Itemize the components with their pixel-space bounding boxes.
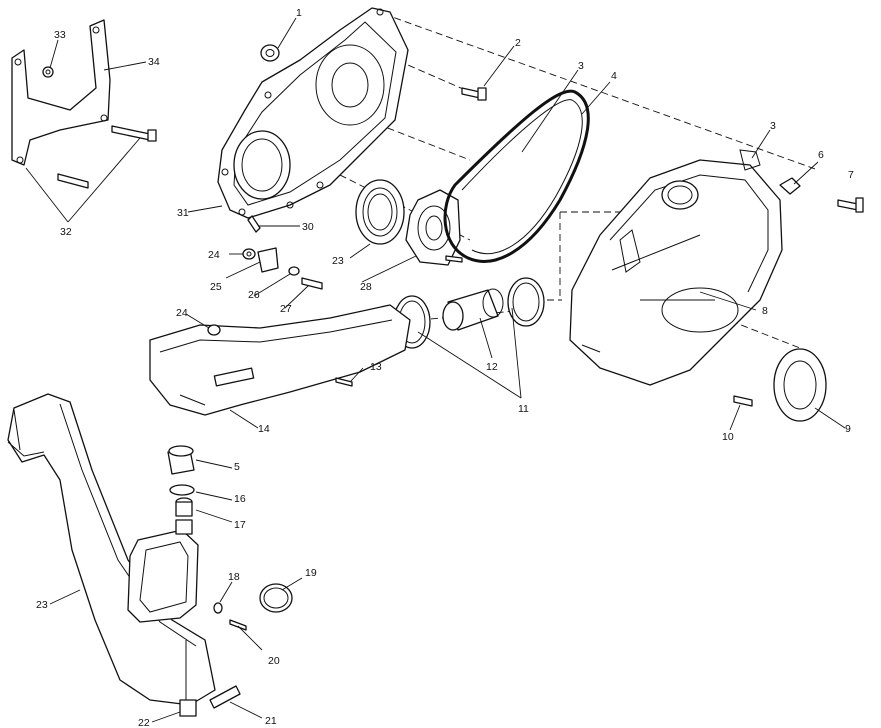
- washer-26: [288, 266, 300, 276]
- cover-bolt: [461, 87, 487, 101]
- mounting-bracket: [11, 19, 111, 166]
- callout-8: 8: [762, 305, 768, 317]
- callout-1: 1: [296, 7, 302, 19]
- tank-fitting: [175, 497, 193, 517]
- callout-5: 5: [234, 461, 240, 473]
- callout-30: 30: [302, 221, 314, 233]
- hose-fitting: [179, 640, 197, 717]
- callout-4: 4: [611, 70, 617, 82]
- callout-3-cover: 3: [770, 120, 776, 132]
- bracket-bolt-lower: [57, 173, 89, 189]
- callout-14: 14: [258, 423, 270, 435]
- lower-duct: [7, 393, 216, 706]
- cover-screw-lower: [733, 395, 753, 407]
- reservoir-tank: [127, 519, 199, 623]
- cover-seal-ring: [773, 348, 827, 422]
- tank-cap: [167, 445, 195, 475]
- callouts: 1 2 3 4 3 6 7 8 9 10 11 12 13 14 5 16 17…: [36, 7, 854, 728]
- callout-17: 17: [234, 519, 246, 531]
- cover-screw: [837, 197, 864, 213]
- plate-screw: [445, 255, 463, 263]
- drain-hose: [209, 685, 241, 709]
- callout-25: 25: [210, 281, 222, 293]
- cover-grommet: [260, 44, 280, 62]
- washer-small: [242, 248, 256, 260]
- callout-19: 19: [305, 567, 317, 579]
- callout-6: 6: [818, 149, 824, 161]
- callout-16: 16: [234, 493, 246, 505]
- callout-28: 28: [360, 281, 372, 293]
- callout-23-seal: 23: [332, 255, 344, 267]
- drive-belt: [443, 89, 590, 263]
- callout-2: 2: [515, 37, 521, 49]
- mount-block: [257, 247, 279, 273]
- screw-20: [229, 619, 247, 631]
- duct-coupler: [442, 288, 504, 331]
- outer-cover: [569, 149, 783, 386]
- callout-9: 9: [845, 423, 851, 435]
- callout-7: 7: [848, 169, 854, 181]
- callout-13: 13: [370, 361, 382, 373]
- callout-20: 20: [268, 655, 280, 667]
- duct-clamp-right: [507, 277, 545, 327]
- callout-31: 31: [177, 207, 189, 219]
- callout-3: 3: [578, 60, 584, 72]
- bracket-nut: [42, 66, 54, 78]
- callout-23-lower: 23: [36, 599, 48, 611]
- duct-screw: [335, 377, 353, 387]
- callout-26: 26: [248, 289, 260, 301]
- bolt-27: [301, 277, 323, 290]
- callout-24-upper: 24: [208, 249, 220, 261]
- bearing-plate: [405, 189, 461, 266]
- callout-11: 11: [518, 403, 529, 415]
- callout-10: 10: [722, 431, 734, 443]
- intake-duct: [149, 304, 411, 416]
- callout-32: 32: [60, 226, 72, 238]
- seal: [355, 179, 405, 245]
- callout-21: 21: [265, 715, 277, 727]
- callout-12: 12: [486, 361, 498, 373]
- callout-18: 18: [228, 571, 240, 583]
- callout-34: 34: [148, 56, 160, 68]
- duct-grommet: [207, 324, 221, 336]
- inner-cover: [217, 7, 409, 219]
- bracket-bolt: [111, 125, 157, 142]
- leader-lines: [25, 17, 846, 723]
- screw-30: [247, 215, 261, 233]
- callout-27: 27: [280, 303, 292, 315]
- callout-24-lower: 24: [176, 307, 188, 319]
- washer-18: [213, 602, 223, 614]
- hose-clamp: [259, 583, 293, 613]
- cap-oring: [169, 484, 195, 496]
- cover-clip: [779, 177, 801, 195]
- callout-22: 22: [138, 717, 150, 728]
- callout-33: 33: [54, 29, 66, 41]
